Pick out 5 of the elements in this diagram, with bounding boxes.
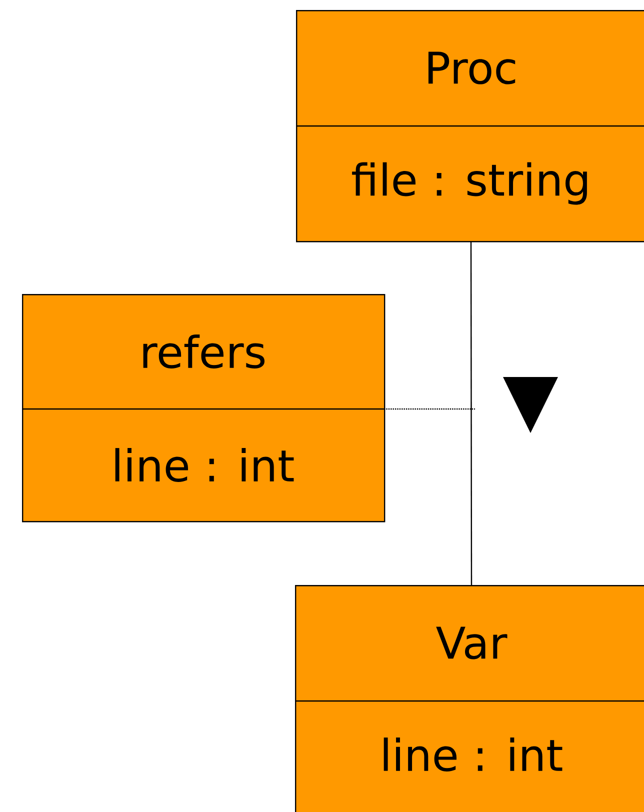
class-box: refers line : int — [22, 294, 386, 522]
class-box: Proc file : string — [296, 10, 644, 242]
dotted-line — [384, 408, 475, 410]
connector-line — [470, 241, 472, 585]
class-box: Var line : int — [295, 585, 644, 812]
